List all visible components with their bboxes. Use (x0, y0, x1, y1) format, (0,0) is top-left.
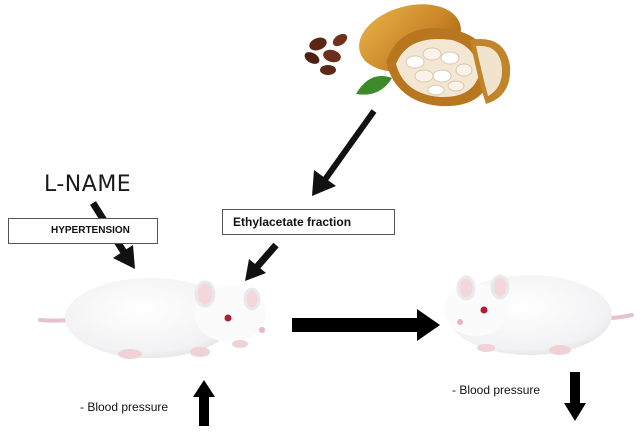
rat-icon-treated (444, 274, 634, 355)
condition-box: HYPERTENSION (8, 218, 158, 244)
treatment-box: Ethylacetate fraction (222, 209, 395, 235)
inducer-label: L-NAME (44, 172, 132, 197)
arrow-fraction-to-rat (245, 242, 279, 281)
arrow-up-icon (193, 380, 215, 426)
rat-icon (38, 278, 266, 359)
treatment-label: Ethylacetate fraction (233, 215, 352, 229)
bp-before-label: - Blood pressure (80, 400, 169, 414)
arrow-cocoa-to-fraction (312, 109, 377, 196)
condition-label: HYPERTENSION (51, 225, 130, 236)
arrow-treatment-outcome (292, 309, 440, 341)
arrow-down-icon (564, 372, 586, 421)
bp-after-label: - Blood pressure (452, 383, 541, 397)
cocoa-pod-icon (304, 4, 511, 107)
